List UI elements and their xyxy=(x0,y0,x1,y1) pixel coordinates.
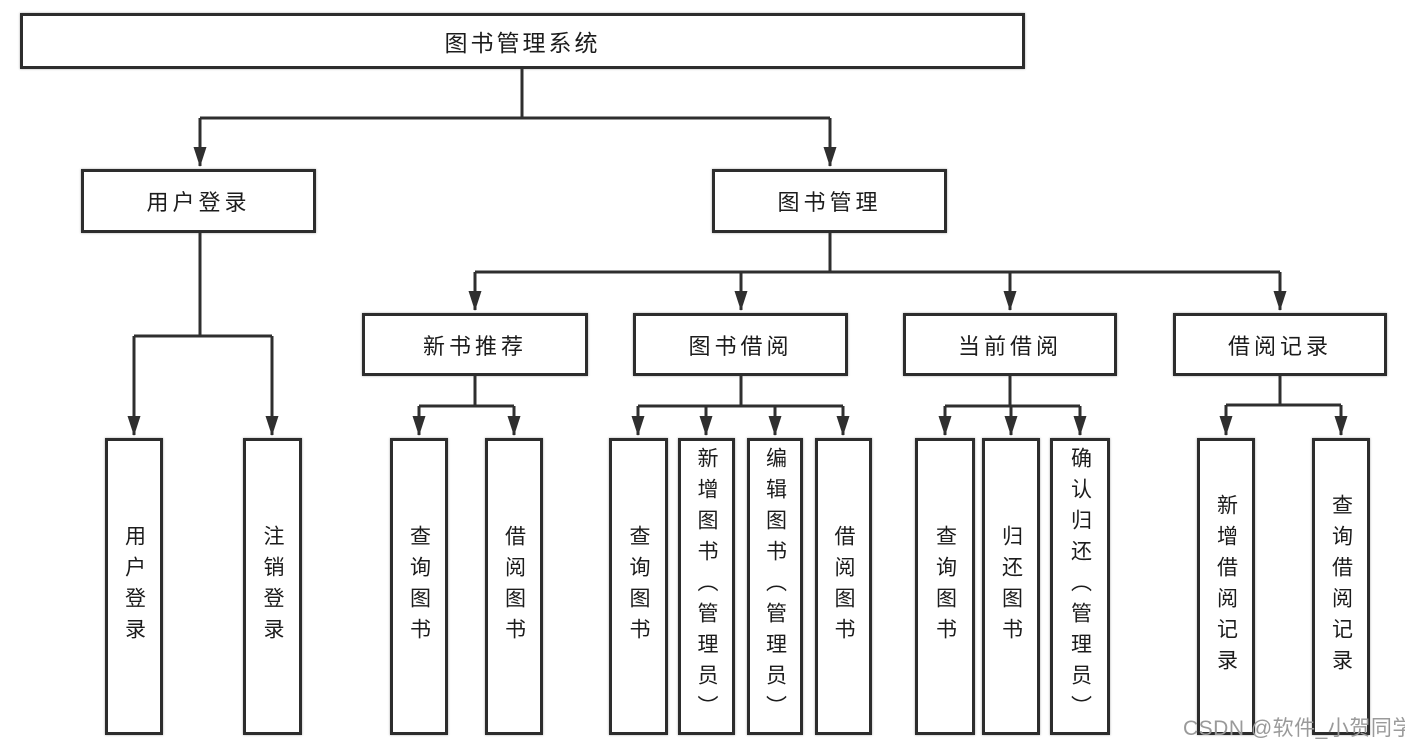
node-user-login-label: 用户登录 xyxy=(146,190,251,215)
node-root: 图书管理系统 xyxy=(20,13,1025,69)
leaf-borrow-book: 借阅图书 xyxy=(815,438,872,735)
leaf-query-book-current: 查询图书 xyxy=(915,438,975,735)
node-book-management: 图书管理 xyxy=(712,169,947,233)
leaf-return-book-label: 归还图书 xyxy=(999,524,1023,649)
leaf-query-borrow-record: 查询借阅记录 xyxy=(1312,438,1370,735)
leaf-logout: 注销登录 xyxy=(243,438,302,735)
leaf-query-borrow-record-label: 查询借阅记录 xyxy=(1329,493,1353,680)
leaf-query-book-recommend: 查询图书 xyxy=(390,438,448,735)
node-new-book-recommend-label: 新书推荐 xyxy=(422,333,527,359)
node-book-borrow-label: 图书借阅 xyxy=(688,333,793,359)
leaf-add-borrow-record-label: 新增借阅记录 xyxy=(1214,493,1238,680)
node-new-book-recommend: 新书推荐 xyxy=(362,313,588,376)
leaf-borrow-book-recommend-label: 借阅图书 xyxy=(502,524,526,649)
leaf-logout-label: 注销登录 xyxy=(261,524,284,649)
leaf-query-book-recommend-label: 查询图书 xyxy=(407,524,431,649)
leaf-confirm-return-admin-label: 确认归还（管理员） xyxy=(1068,447,1092,726)
connector-group xyxy=(127,69,1348,436)
node-book-borrow: 图书借阅 xyxy=(633,313,848,376)
leaf-query-book-current-label: 查询图书 xyxy=(933,524,957,649)
node-book-management-label: 图书管理 xyxy=(777,190,882,215)
leaf-edit-book-admin-label: 编辑图书（管理员） xyxy=(763,447,787,726)
leaf-user-login: 用户登录 xyxy=(105,438,163,735)
leaf-query-book-borrow-label: 查询图书 xyxy=(627,524,650,649)
node-current-borrow: 当前借阅 xyxy=(903,313,1117,376)
leaf-add-book-admin: 新增图书（管理员） xyxy=(678,438,735,735)
leaf-query-book-borrow: 查询图书 xyxy=(609,438,668,735)
leaf-user-login-label: 用户登录 xyxy=(122,524,146,649)
leaf-borrow-book-recommend: 借阅图书 xyxy=(485,438,543,735)
node-borrow-records: 借阅记录 xyxy=(1173,313,1387,376)
node-root-label: 图书管理系统 xyxy=(444,30,601,56)
leaf-add-book-admin-label: 新增图书（管理员） xyxy=(695,447,718,726)
node-borrow-records-label: 借阅记录 xyxy=(1227,333,1332,359)
leaf-confirm-return-admin: 确认归还（管理员） xyxy=(1050,438,1110,735)
leaf-add-borrow-record: 新增借阅记录 xyxy=(1197,438,1255,735)
node-user-login: 用户登录 xyxy=(81,169,316,233)
leaf-return-book: 归还图书 xyxy=(982,438,1040,735)
node-current-borrow-label: 当前借阅 xyxy=(957,333,1062,359)
leaf-borrow-book-label: 借阅图书 xyxy=(832,524,855,649)
csdn-watermark: CSDN @软件_小贺同学 xyxy=(1183,717,1405,740)
leaf-edit-book-admin: 编辑图书（管理员） xyxy=(747,438,803,735)
